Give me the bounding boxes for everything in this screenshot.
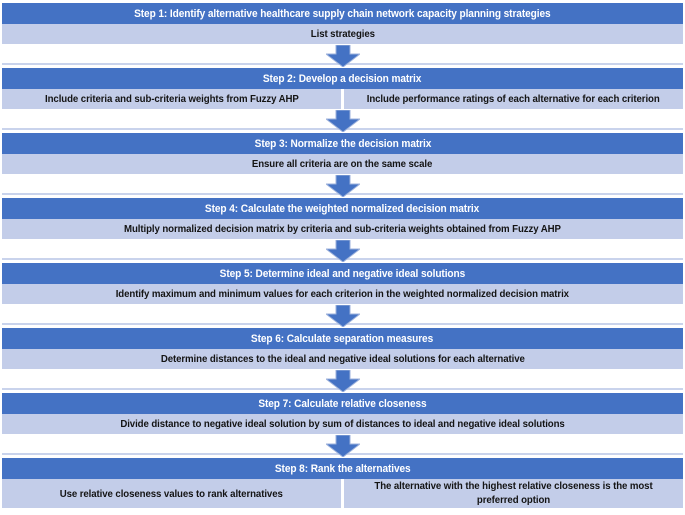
step-1-header: Step 1: Identify alternative healthcare … [2, 3, 683, 24]
connector-4 [2, 239, 683, 263]
step-6-detail: Determine distances to the ideal and neg… [160, 353, 525, 365]
connector-7 [2, 434, 683, 458]
step-4: Step 4: Calculate the weighted normalize… [2, 198, 683, 239]
connector-1 [2, 44, 683, 68]
step-4-detail: Multiply normalized decision matrix by c… [124, 223, 561, 235]
step-7: Step 7: Calculate relative closeness Div… [2, 393, 683, 434]
down-arrow-icon [325, 435, 360, 457]
step-2-detail-cell-right: Include performance ratings of each alte… [344, 89, 683, 109]
step-3-body: Ensure all criteria are on the same scal… [2, 154, 683, 174]
step-4-body: Multiply normalized decision matrix by c… [2, 219, 683, 239]
step-6-detail-cell: Determine distances to the ideal and neg… [2, 349, 683, 369]
connector-3 [2, 174, 683, 198]
step-5-title: Step 5: Determine ideal and negative ide… [219, 267, 466, 280]
step-5-body: Identify maximum and minimum values for … [2, 284, 683, 304]
step-3-detail: Ensure all criteria are on the same scal… [252, 158, 433, 170]
step-2-detail-right: Include performance ratings of each alte… [367, 93, 660, 105]
connector-6 [2, 369, 683, 393]
step-1-title: Step 1: Identify alternative healthcare … [134, 7, 551, 20]
step-3-detail-cell: Ensure all criteria are on the same scal… [2, 154, 683, 174]
step-8-title: Step 8: Rank the alternatives [274, 462, 411, 475]
step-6: Step 6: Calculate separation measures De… [2, 328, 683, 369]
step-5-detail: Identify maximum and minimum values for … [115, 288, 570, 300]
down-arrow-icon [325, 45, 360, 67]
step-5-detail-cell: Identify maximum and minimum values for … [2, 284, 683, 304]
down-arrow-icon [325, 110, 360, 132]
step-2-detail-left: Include criteria and sub-criteria weight… [44, 93, 299, 105]
step-3-header: Step 3: Normalize the decision matrix [2, 133, 683, 154]
step-2: Step 2: Develop a decision matrix Includ… [2, 68, 683, 109]
down-arrow-icon [325, 240, 360, 262]
step-8-header: Step 8: Rank the alternatives [2, 458, 683, 479]
step-1-body: List strategies [2, 24, 683, 44]
step-8-detail-cell-left: Use relative closeness values to rank al… [2, 479, 341, 508]
step-7-body: Divide distance to negative ideal soluti… [2, 414, 683, 434]
step-4-detail-cell: Multiply normalized decision matrix by c… [2, 219, 683, 239]
step-3: Step 3: Normalize the decision matrix En… [2, 133, 683, 174]
step-8: Step 8: Rank the alternatives Use relati… [2, 458, 683, 508]
step-7-detail: Divide distance to negative ideal soluti… [120, 418, 565, 430]
step-7-title: Step 7: Calculate relative closeness [258, 397, 427, 410]
step-2-detail-cell-left: Include criteria and sub-criteria weight… [2, 89, 341, 109]
connector-2 [2, 109, 683, 133]
step-5: Step 5: Determine ideal and negative ide… [2, 263, 683, 304]
step-1-detail-cell: List strategies [2, 24, 683, 44]
step-2-body: Include criteria and sub-criteria weight… [2, 89, 683, 109]
step-7-detail-cell: Divide distance to negative ideal soluti… [2, 414, 683, 434]
step-2-header: Step 2: Develop a decision matrix [2, 68, 683, 89]
step-4-header: Step 4: Calculate the weighted normalize… [2, 198, 683, 219]
step-2-title: Step 2: Develop a decision matrix [263, 72, 422, 85]
step-8-detail-right: The alternative with the highest relativ… [374, 480, 653, 506]
step-4-title: Step 4: Calculate the weighted normalize… [205, 202, 480, 215]
step-1: Step 1: Identify alternative healthcare … [2, 3, 683, 44]
down-arrow-icon [325, 175, 360, 197]
step-1-detail: List strategies [310, 28, 375, 40]
step-8-detail-cell-right: The alternative with the highest relativ… [344, 479, 683, 508]
step-7-header: Step 7: Calculate relative closeness [2, 393, 683, 414]
down-arrow-icon [325, 370, 360, 392]
step-3-title: Step 3: Normalize the decision matrix [254, 137, 431, 150]
down-arrow-icon [325, 305, 360, 327]
step-8-body: Use relative closeness values to rank al… [2, 479, 683, 508]
step-8-detail-left: Use relative closeness values to rank al… [59, 487, 284, 500]
step-5-header: Step 5: Determine ideal and negative ide… [2, 263, 683, 284]
connector-5 [2, 304, 683, 328]
step-6-title: Step 6: Calculate separation measures [251, 332, 434, 345]
step-6-header: Step 6: Calculate separation measures [2, 328, 683, 349]
step-6-body: Determine distances to the ideal and neg… [2, 349, 683, 369]
